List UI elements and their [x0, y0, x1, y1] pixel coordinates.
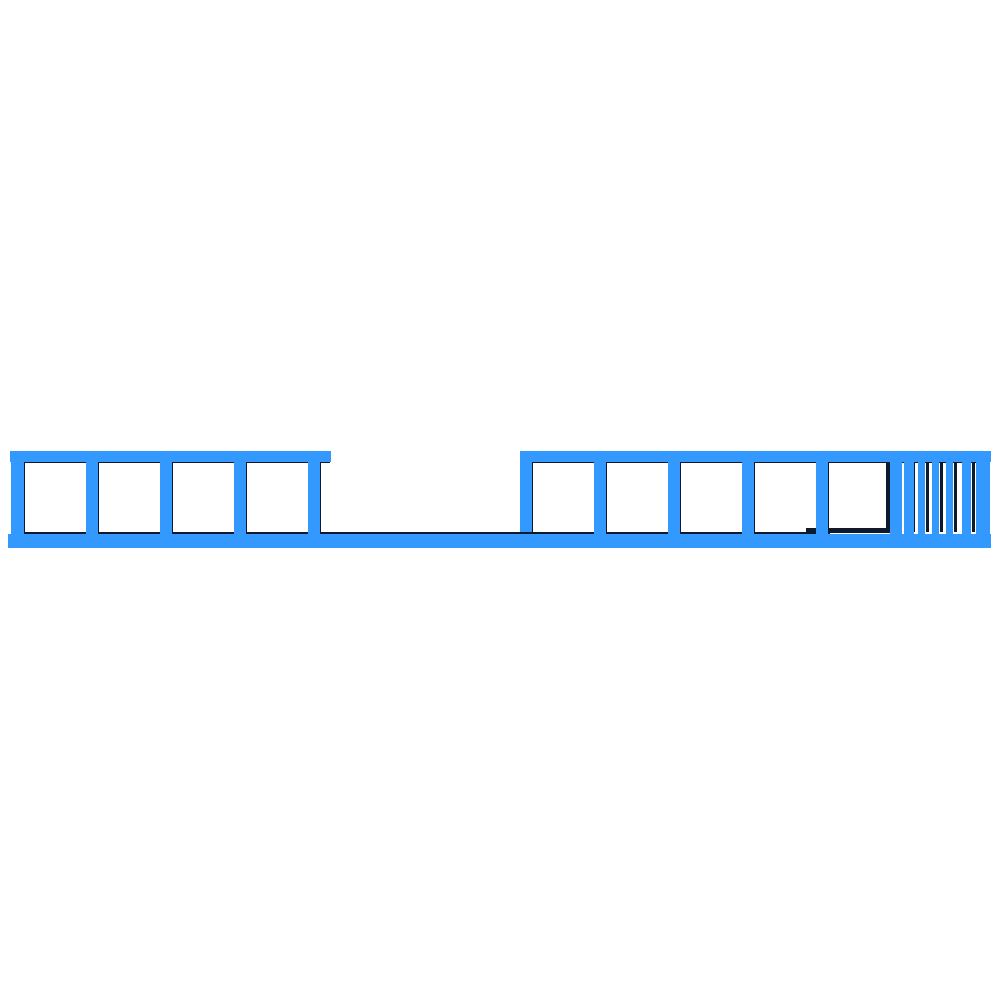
bottom-rail	[8, 534, 991, 548]
post-right-2	[594, 451, 606, 541]
shadow-post	[940, 462, 943, 532]
shadow-post	[886, 462, 890, 532]
post-left-3	[160, 451, 172, 541]
top-rail-right	[520, 451, 991, 462]
post-narrow-4	[946, 462, 953, 534]
post-narrow-2	[918, 462, 925, 534]
post-right-6	[890, 451, 902, 541]
shadow-post	[926, 462, 929, 532]
center-bottom-line	[320, 532, 532, 534]
shadow-post	[972, 462, 975, 532]
post-right-1	[520, 451, 532, 541]
shadow-floor-segment	[806, 528, 890, 533]
post-right-4	[742, 451, 754, 541]
post-narrow-5	[962, 462, 971, 534]
shadow-post	[954, 462, 957, 532]
post-right-5	[816, 451, 828, 541]
post-right-3	[668, 451, 680, 541]
post-narrow-3	[932, 462, 939, 534]
blue-frame	[8, 451, 991, 548]
shadow-bottom-line	[24, 532, 584, 534]
post-left-4	[234, 451, 246, 541]
post-left-2	[86, 451, 98, 541]
post-left-5	[308, 451, 320, 541]
post-narrow-6	[976, 451, 990, 541]
post-narrow-1	[904, 451, 914, 541]
post-left-1	[11, 451, 24, 541]
